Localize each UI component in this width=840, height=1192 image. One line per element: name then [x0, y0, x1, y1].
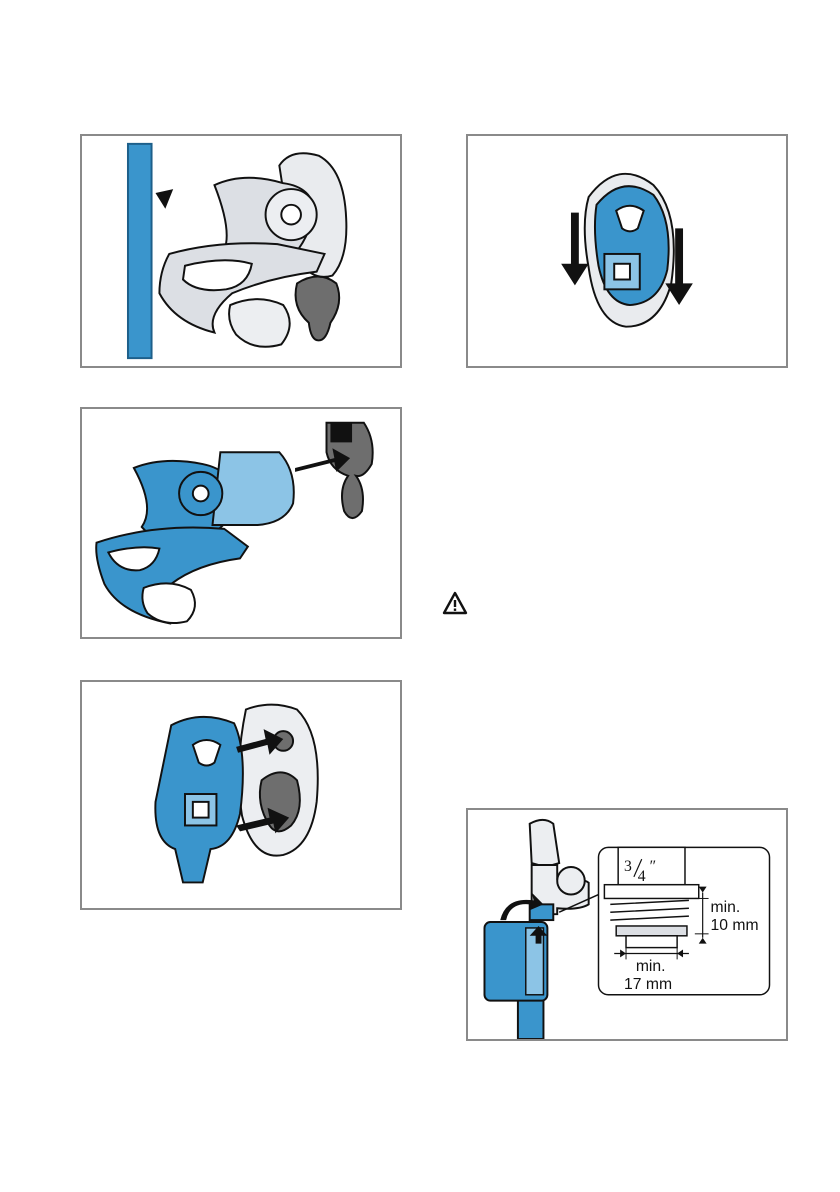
cover-square-hole [193, 802, 209, 818]
thread-size-denominator: 4 [638, 868, 646, 885]
illustration-panel-cover-onto-plate [80, 680, 402, 910]
bracket-slide-down-figure [468, 136, 786, 366]
width-min-label: min. [636, 958, 666, 975]
illustration-panel-bracket-toward-wall [80, 134, 402, 368]
bracket-hole [193, 486, 209, 502]
wall-strip [128, 144, 152, 358]
inner-bore [626, 936, 677, 948]
mounting-slot [296, 277, 340, 341]
seal-ring [616, 926, 687, 936]
width-value: 17 mm [624, 976, 672, 993]
tap-connection-figure: 3 4 ″ min. 10 mm min. 17 mm [468, 810, 786, 1039]
illustration-panel-tap-connection-detail: 3 4 ″ min. 10 mm min. 17 mm [466, 808, 788, 1041]
cover-square-hole [614, 264, 630, 280]
warning-triangle-icon [442, 591, 468, 615]
cover-onto-plate-figure [82, 682, 400, 908]
bracket-toward-wall-figure [82, 136, 400, 366]
tap-handle [530, 820, 559, 867]
hose-clip [229, 299, 290, 347]
depth-value: 10 mm [711, 917, 759, 934]
thread-size-unit: ″ [650, 858, 657, 875]
arrow-up-left-icon [155, 189, 214, 224]
slot-opening [330, 423, 352, 443]
bracket-shaft [213, 452, 294, 525]
thread-size-numerator: 3 [624, 858, 632, 875]
depth-min-label: min. [711, 899, 741, 916]
illustration-panel-bracket-slide-down [466, 134, 788, 368]
tap-wall-rosette [557, 867, 585, 895]
bracket-into-slot-figure [82, 409, 400, 637]
illustration-panel-bracket-into-slot [80, 407, 402, 639]
pipe-flange [604, 885, 698, 899]
bracket-hole [281, 205, 301, 225]
